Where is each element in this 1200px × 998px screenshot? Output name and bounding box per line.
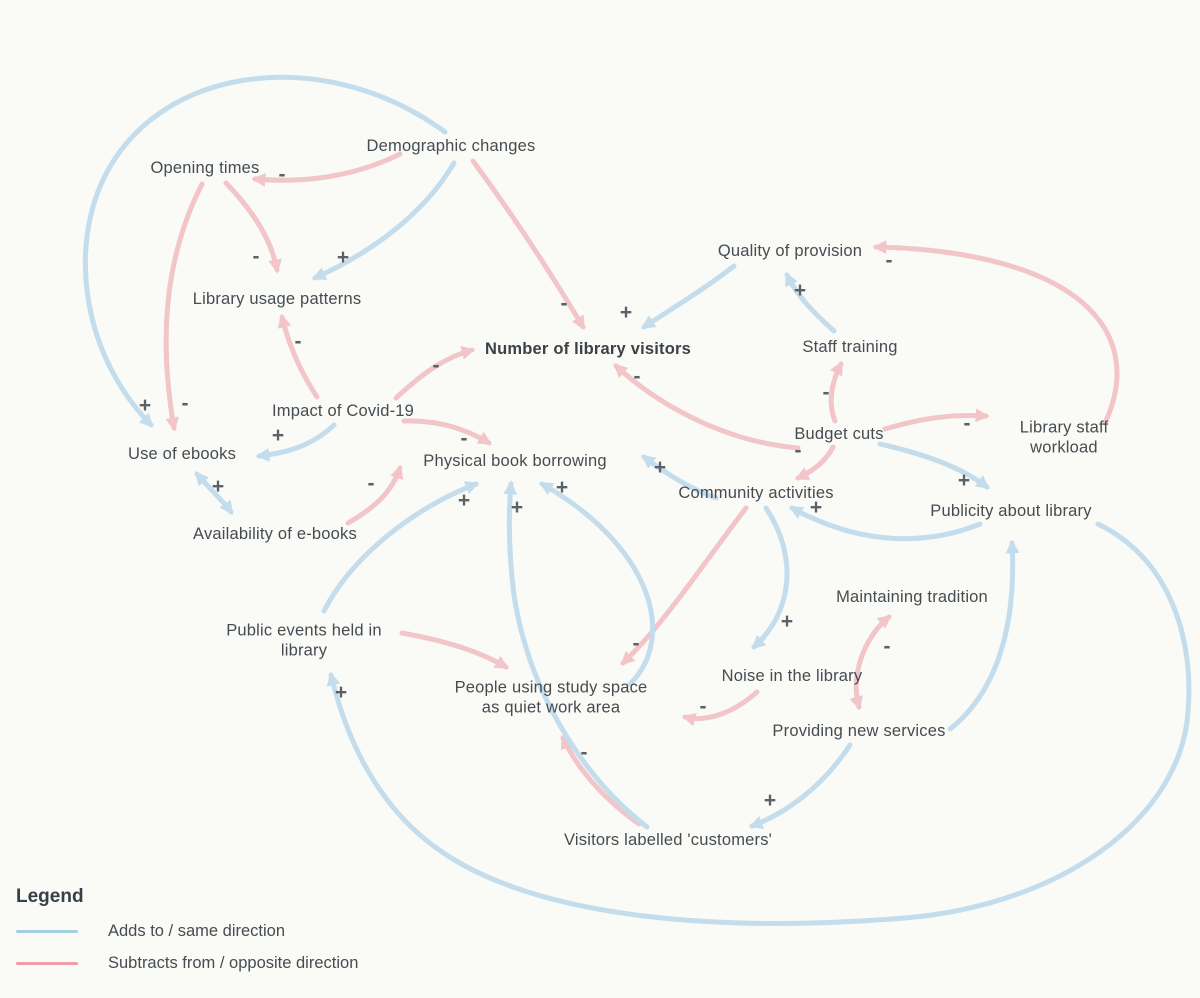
legend-item-negative: Subtracts from / opposite direction	[16, 954, 358, 973]
polarity-sign-visitors-labelled-customers-to-people-using-study-space: -	[580, 741, 588, 764]
polarity-sign-publicity-about-library-to-public-events-held-in-library: +	[334, 681, 348, 704]
polarity-sign-impact-of-covid-19-to-library-usage-patterns: -	[294, 330, 302, 353]
polarity-sign-community-activities-to-physical-book-borrowing: +	[653, 456, 667, 479]
node-demographic-changes: Demographic changes	[366, 136, 536, 155]
edge-impact-of-covid-19-to-library-usage-patterns	[277, 313, 320, 400]
edge-library-staff-workload-to-quality-of-provision	[872, 240, 1120, 426]
edge-community-activities-to-physical-book-borrowing	[641, 454, 719, 501]
polarity-sign-library-staff-workload-to-quality-of-provision: -	[885, 249, 893, 272]
polarity-sign-budget-cuts-to-publicity-about-library: +	[957, 469, 971, 492]
polarity-sign-impact-of-covid-19-to-physical-book-borrowing: -	[460, 427, 468, 450]
edge-budget-cuts-to-publicity-about-library	[877, 441, 990, 490]
node-number-of-library-visitors: Number of library visitors	[484, 339, 692, 358]
polarity-sign-budget-cuts-to-number-of-library-visitors: -	[633, 365, 641, 388]
edge-demographic-changes-to-library-usage-patterns	[311, 160, 457, 281]
node-staff-training: Staff training	[802, 337, 898, 356]
polarity-sign-quality-of-provision-to-number-of-library-visitors: +	[619, 301, 633, 324]
edge-budget-cuts-to-number-of-library-visitors	[613, 363, 801, 451]
polarity-sign-impact-of-covid-19-to-use-of-ebooks: +	[271, 424, 285, 447]
positive-link-line-icon	[16, 930, 78, 933]
polarity-sign-community-activities-to-people-using-study-space: -	[632, 632, 640, 655]
polarity-sign-availability-of-e-books-to-physical-book-borrowing: -	[367, 472, 375, 495]
edge-impact-of-covid-19-to-use-of-ebooks	[255, 422, 337, 462]
node-opening-times: Opening times	[150, 158, 260, 177]
edge-providing-new-services-to-visitors-labelled-customers	[748, 742, 853, 829]
node-availability-of-e-books: Availability of e-books	[193, 524, 357, 543]
edge-budget-cuts-to-staff-training	[828, 360, 844, 424]
node-use-of-ebooks: Use of ebooks	[127, 444, 237, 463]
node-library-usage-patterns: Library usage patterns	[192, 289, 362, 308]
edge-impact-of-covid-19-to-number-of-library-visitors	[393, 346, 476, 401]
edge-staff-training-to-quality-of-provision	[784, 271, 837, 334]
node-providing-new-services: Providing new services	[772, 721, 946, 740]
legend-item-label: Adds to / same direction	[108, 922, 286, 940]
polarity-sign-impact-of-covid-19-to-number-of-library-visitors: -	[432, 354, 440, 377]
legend: Legend Adds to / same direction Subtract…	[16, 886, 358, 986]
polarity-sign-budget-cuts-to-community-activities: -	[794, 439, 802, 462]
node-public-events-held-in-library: Public events held in library	[226, 621, 382, 660]
node-community-activities: Community activities	[678, 483, 834, 502]
polarity-sign-providing-new-services-to-visitors-labelled-customers: +	[763, 789, 777, 812]
edge-budget-cuts-to-library-staff-workload	[882, 408, 990, 432]
edge-availability-of-e-books-to-physical-book-borrowing	[345, 464, 404, 526]
edge-publicity-about-library-to-public-events-held-in-library	[326, 521, 1192, 926]
edge-demographic-changes-to-opening-times	[251, 151, 403, 187]
polarity-sign-community-activities-to-noise-in-the-library: +	[780, 610, 794, 633]
edge-impact-of-covid-19-to-physical-book-borrowing	[401, 418, 492, 446]
node-library-staff-workload: Library staff workload	[1019, 418, 1109, 457]
polarity-sign-opening-times-to-library-usage-patterns: -	[252, 245, 260, 268]
edge-budget-cuts-to-community-activities	[794, 444, 836, 481]
edge-use-of-ebooks-to-availability-of-e-books	[194, 471, 234, 515]
polarity-sign-demographic-changes-to-opening-times: -	[278, 163, 286, 186]
edge-demographic-changes-to-number-of-library-visitors	[470, 158, 586, 330]
polarity-sign-people-using-study-space-to-physical-book-borrowing: +	[555, 476, 569, 499]
node-publicity-about-library: Publicity about library	[930, 501, 1092, 520]
node-noise-in-the-library: Noise in the library	[721, 666, 863, 685]
edge-providing-new-services-to-maintaining-tradition	[849, 614, 892, 711]
polarity-sign-staff-training-to-quality-of-provision: +	[793, 279, 807, 302]
node-budget-cuts: Budget cuts	[794, 424, 884, 443]
edge-community-activities-to-people-using-study-space	[620, 505, 749, 666]
edge-providing-new-services-to-publicity-about-library	[947, 539, 1020, 732]
edge-people-using-study-space-to-physical-book-borrowing	[539, 481, 656, 687]
edge-quality-of-provision-to-number-of-library-visitors	[641, 263, 737, 330]
legend-item-label: Subtracts from / opposite direction	[108, 954, 359, 972]
polarity-sign-demographic-changes-to-number-of-library-visitors: -	[560, 292, 568, 315]
polarity-sign-opening-times-to-use-of-ebooks: -	[181, 392, 189, 415]
edge-community-activities-to-noise-in-the-library	[751, 505, 790, 650]
legend-title: Legend	[16, 886, 84, 907]
polarity-sign-budget-cuts-to-staff-training: -	[822, 381, 830, 404]
polarity-sign-visitors-labelled-customers-to-physical-book-borrowing: +	[510, 496, 524, 519]
edge-opening-times-to-use-of-ebooks	[163, 181, 205, 432]
polarity-sign-providing-new-services-to-maintaining-tradition: -	[883, 635, 891, 658]
edge-noise-in-the-library-to-people-using-study-space	[681, 689, 760, 727]
node-quality-of-provision: Quality of provision	[717, 241, 863, 260]
edge-public-events-held-in-library-to-people-using-study-space	[399, 630, 509, 670]
node-physical-book-borrowing: Physical book borrowing	[423, 451, 607, 470]
edge-publicity-about-library-to-community-activities	[788, 505, 983, 542]
polarity-sign-noise-in-the-library-to-people-using-study-space: -	[699, 695, 707, 718]
polarity-sign-publicity-about-library-to-community-activities: +	[809, 496, 823, 519]
legend-item-positive: Adds to / same direction	[16, 922, 358, 941]
polarity-sign-demographic-changes-to-use-of-ebooks: +	[138, 394, 152, 417]
negative-link-line-icon	[16, 962, 78, 965]
edge-visitors-labelled-customers-to-physical-book-borrowing	[503, 480, 650, 830]
polarity-sign-use-of-ebooks-to-availability-of-e-books: +	[211, 475, 225, 498]
node-impact-of-covid-19: Impact of Covid-19	[271, 401, 415, 420]
edge-opening-times-to-library-usage-patterns	[223, 180, 282, 274]
polarity-sign-demographic-changes-to-library-usage-patterns: +	[336, 246, 350, 269]
edge-demographic-changes-to-use-of-ebooks	[82, 74, 448, 428]
node-maintaining-tradition: Maintaining tradition	[836, 587, 988, 606]
polarity-sign-budget-cuts-to-library-staff-workload: -	[963, 412, 971, 435]
node-people-using-study-space: People using study space as quiet work a…	[454, 678, 648, 717]
edge-visitors-labelled-customers-to-people-using-study-space	[560, 734, 642, 827]
edge-public-events-held-in-library-to-physical-book-borrowing	[321, 481, 480, 614]
polarity-sign-public-events-held-in-library-to-physical-book-borrowing: +	[457, 489, 471, 512]
node-visitors-labelled-customers: Visitors labelled 'customers'	[563, 830, 773, 849]
